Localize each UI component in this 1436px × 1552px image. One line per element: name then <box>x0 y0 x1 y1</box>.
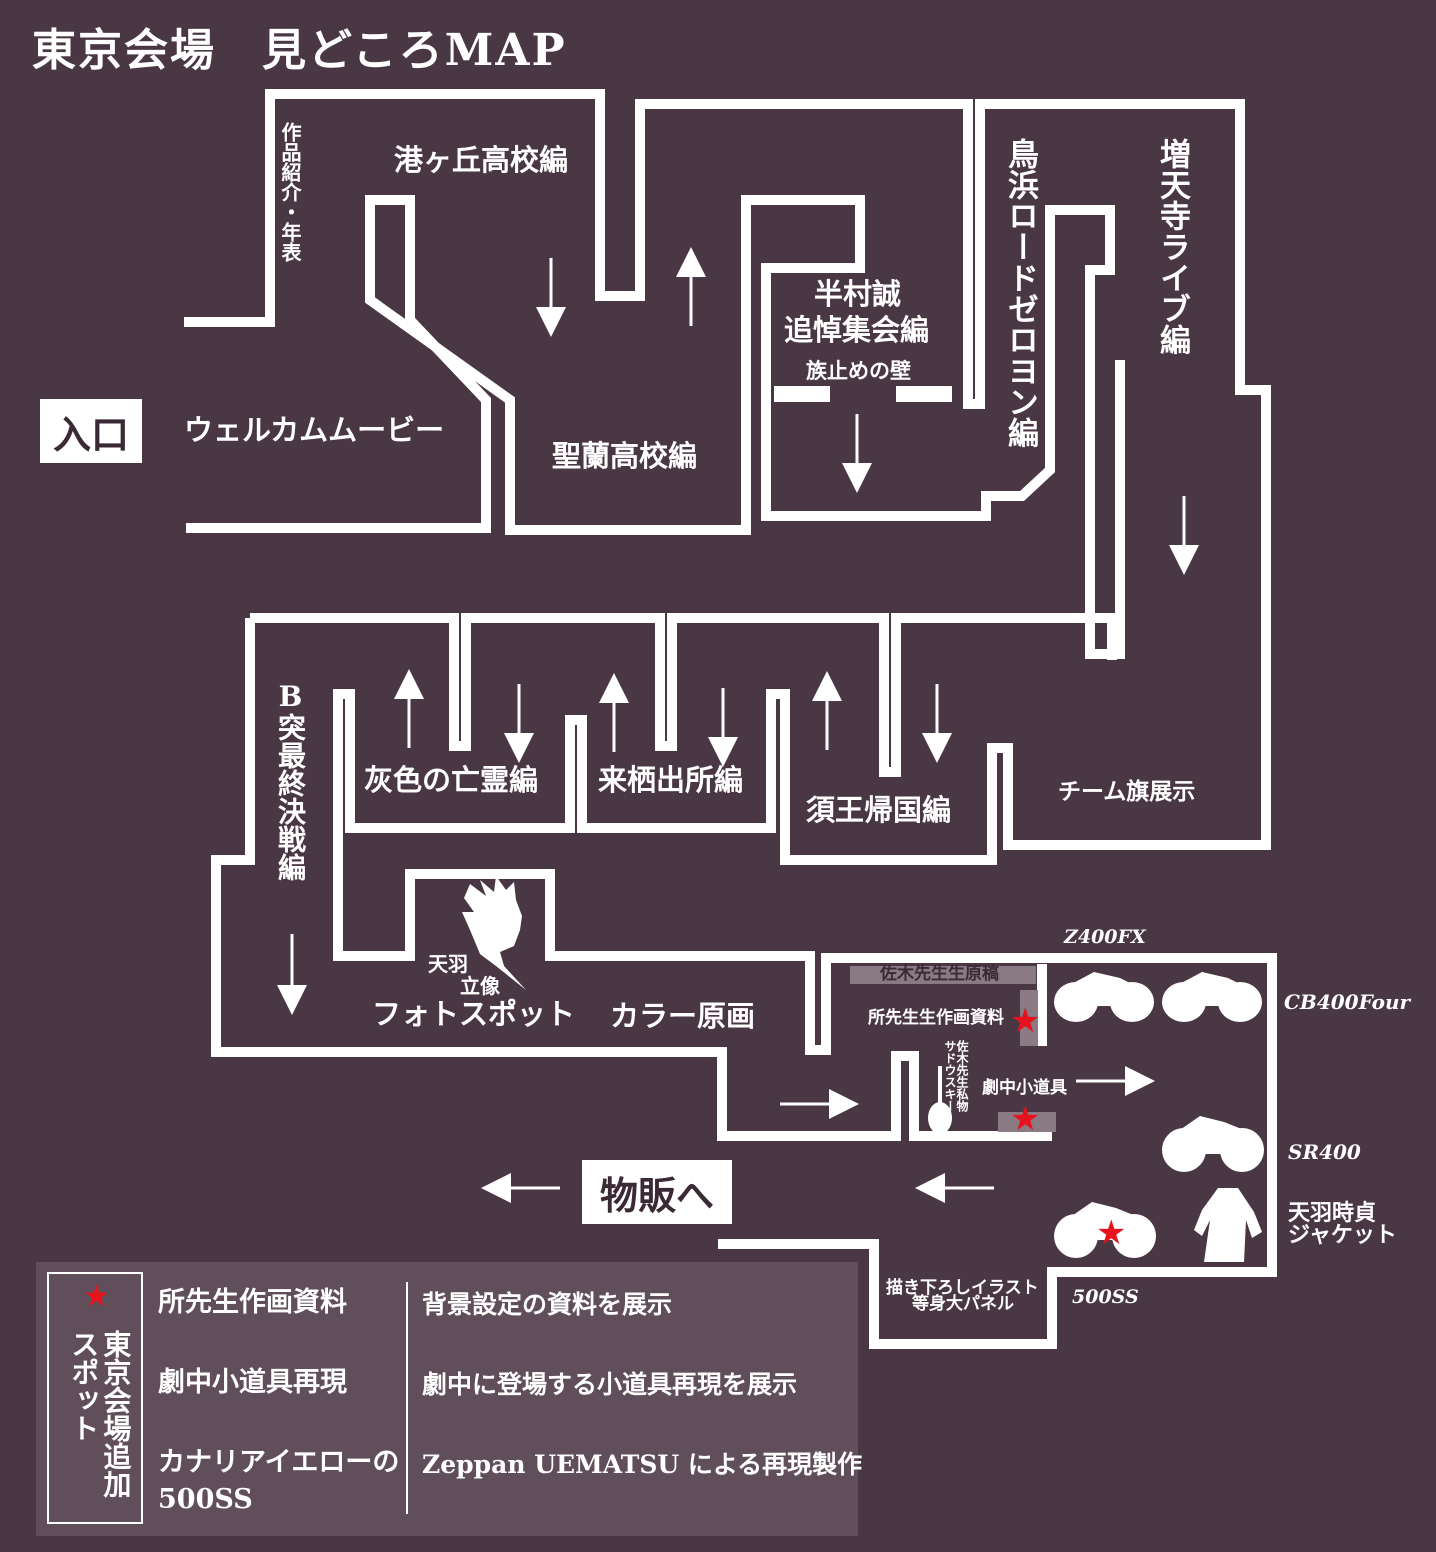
bike-z400fx: Z400FX <box>1064 926 1146 948</box>
zone-saki-sadowsky: サドウスキー <box>943 1040 957 1112</box>
page-title: 東京会場 見どころMAP <box>32 25 567 76</box>
legend-item-name: 所先生作画資料 <box>158 1287 347 1318</box>
legend-title: 東京会場追加スポット <box>67 1330 133 1498</box>
wall-upper-inner <box>186 195 1125 659</box>
zone-jacket-1: 天羽時貞 <box>1288 1200 1377 1226</box>
motorcycle-icon <box>1162 1116 1264 1172</box>
guitar-icon <box>928 1066 952 1134</box>
motorcycle-icon <box>1162 972 1262 1022</box>
zone-amaba-1: 天羽 <box>428 952 468 976</box>
legend-item-desc: 背景設定の資料を展示 <box>422 1290 673 1319</box>
zone-flag-wall: 族止めの壁 <box>806 358 911 383</box>
zone-photo-spot: フォトスポット <box>372 997 576 1031</box>
zone-welcome: ウェルカムムービー <box>184 413 445 447</box>
zone-minato: 港ヶ丘高校編 <box>394 143 569 177</box>
bike-sr400: SR400 <box>1288 1140 1361 1164</box>
zone-panel-1: 描き下ろしイラスト <box>886 1278 1039 1298</box>
legend-item-name: カナリアイエローの500SS <box>158 1447 400 1516</box>
zone-works-timeline: 作品紹介・年表 <box>278 122 302 262</box>
motorcycle-icon <box>1054 1202 1156 1258</box>
zone-tokoro-materials: 所先生生作画資料 <box>868 1008 1004 1028</box>
zone-saki-private: 佐木先生私物 <box>955 1040 969 1112</box>
zone-amaba-2: 立像 <box>460 974 500 998</box>
zone-suo: 須王帰国編 <box>806 793 952 827</box>
legend-title-box: ★ 東京会場追加スポット <box>47 1272 143 1524</box>
star-icon: ★ <box>1096 1213 1127 1253</box>
zone-hanmura-1: 半村誠 <box>814 277 902 311</box>
zone-color-art: カラー原画 <box>610 999 756 1033</box>
zone-hanmura-2: 追悼集会編 <box>784 313 930 347</box>
legend-item-desc: 劇中に登場する小道具再現を展示 <box>422 1370 798 1399</box>
zone-torihama: 鳥浜ロードゼロヨン編 <box>1002 138 1038 448</box>
jacket-icon <box>1194 1188 1262 1262</box>
wall-upper-outer <box>184 89 1277 1349</box>
zone-haiiro: 灰色の亡霊編 <box>364 763 539 797</box>
bike-500ss: 500SS <box>1072 1286 1139 1308</box>
flag-wall-left <box>774 386 830 402</box>
zone-team-flag: チーム旗展示 <box>1058 778 1196 805</box>
shelf-materials <box>1020 990 1038 1046</box>
legend-panel: ★ 東京会場追加スポット 所先生作画資料 背景設定の資料を展示 劇中小道具再現 … <box>36 1262 862 1536</box>
star-icon: ★ <box>83 1279 110 1314</box>
flag-wall-right <box>896 386 952 402</box>
motorcycle-icon <box>1054 972 1154 1022</box>
zone-raisei: 来栖出所編 <box>598 763 744 797</box>
zone-seiran: 聖蘭高校編 <box>552 439 698 473</box>
statue-silhouette-icon <box>462 876 526 990</box>
shelf-props <box>998 1112 1056 1132</box>
shelf-manuscript <box>850 966 1036 984</box>
legend-divider <box>406 1282 408 1514</box>
bike-cb400four: CB400Four <box>1284 990 1411 1014</box>
zone-panel-2: 等身大パネル <box>912 1294 1014 1314</box>
star-icon: ★ <box>1010 1099 1041 1139</box>
star-icon: ★ <box>1010 1001 1041 1041</box>
zone-zotenji: 増天寺ライブ編 <box>1154 138 1190 355</box>
goods-direction-label: 物販へ <box>582 1160 732 1224</box>
zone-jacket-2: ジャケット <box>1288 1222 1397 1248</box>
zone-b-toppa: B突最終決戦編 <box>274 680 307 881</box>
entrance-label: 入口 <box>40 399 142 463</box>
zone-saki-manuscript: 佐木先生生原稿 <box>880 964 999 984</box>
legend-item-desc: Zeppan UEMATSU による再現製作 <box>422 1450 863 1479</box>
legend-item-name: 劇中小道具再現 <box>158 1367 347 1398</box>
zone-props: 劇中小道具 <box>982 1078 1067 1098</box>
wall-lower-left <box>211 613 1117 1141</box>
